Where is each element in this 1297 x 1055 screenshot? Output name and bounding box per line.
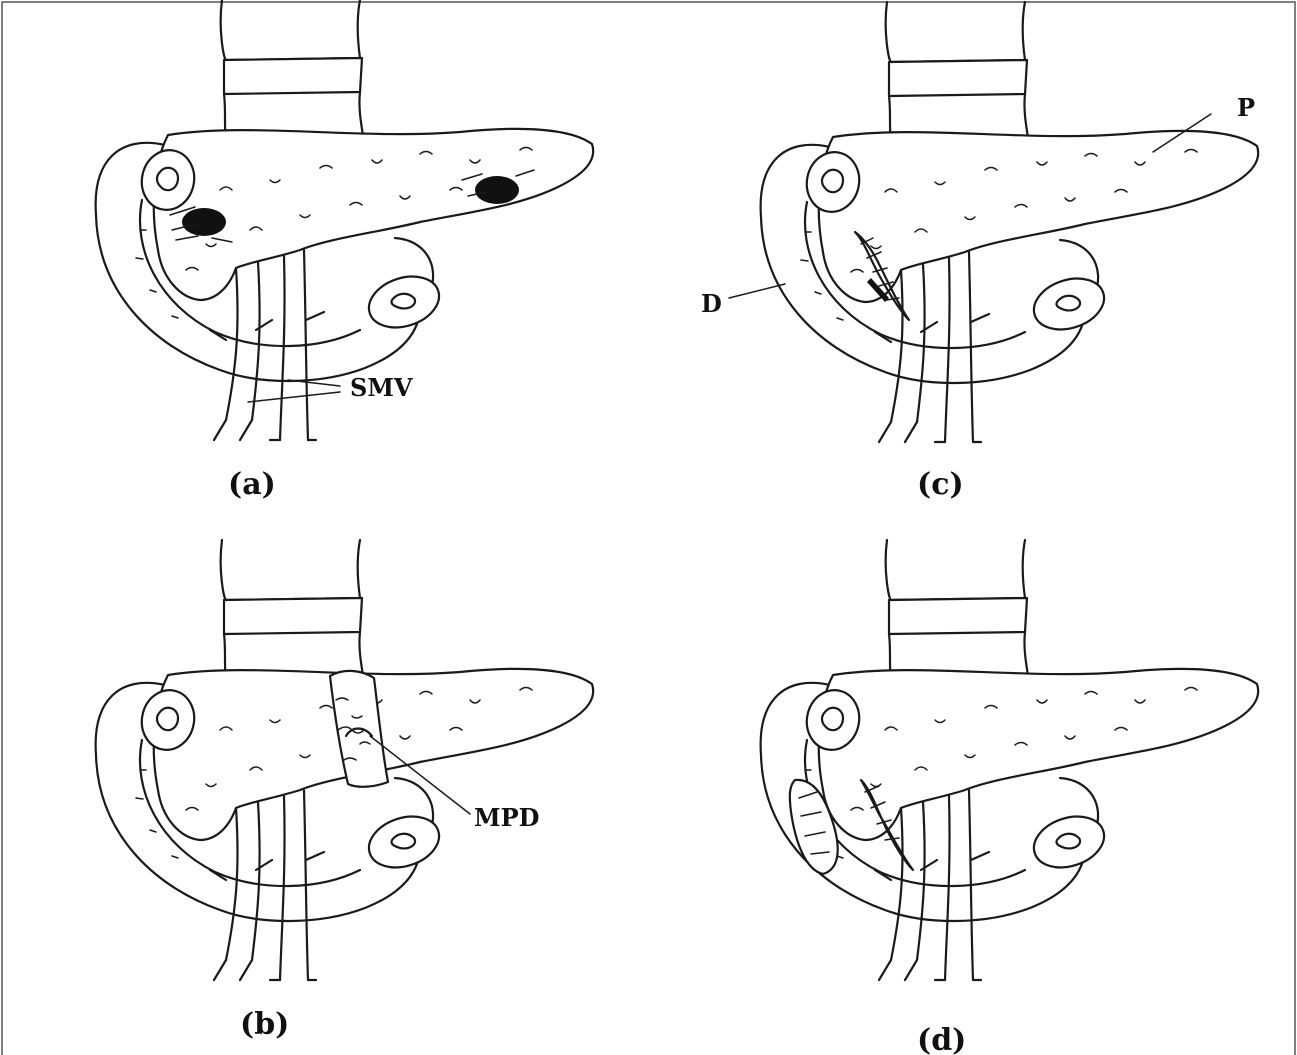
label-smv: SMV [350, 373, 413, 402]
caption-c: (c) [917, 467, 964, 502]
panel-a-illustration [96, 0, 594, 440]
panel-d-illustration [761, 540, 1259, 980]
panel-c: P D (c) [701, 2, 1258, 502]
label-p: P [1237, 93, 1255, 122]
panel-d: (d) [761, 540, 1259, 1055]
panel-a: SMV (a) [96, 0, 594, 502]
lesion-head [182, 208, 226, 236]
caption-a: (a) [228, 467, 276, 502]
label-d: D [701, 289, 722, 318]
panel-c-illustration [761, 2, 1259, 442]
lesion-tail [475, 176, 519, 204]
label-mpd: MPD [474, 803, 539, 832]
panel-b: MPD (b) [96, 540, 594, 1042]
caption-d: (d) [917, 1023, 966, 1055]
caption-b: (b) [240, 1007, 289, 1042]
